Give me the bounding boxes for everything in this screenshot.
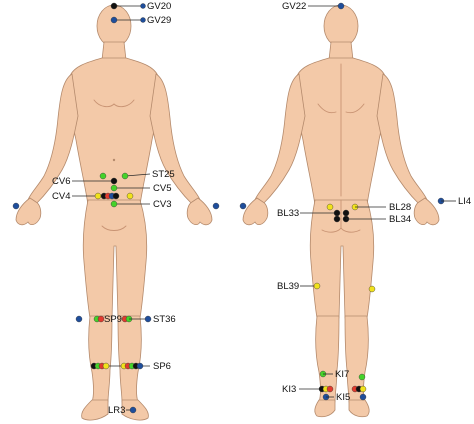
cv4-point-yellow (94, 192, 102, 200)
lr3-label: LR3 (108, 405, 125, 416)
ki7-label: KI7 (335, 369, 349, 380)
st36-point-right (144, 315, 152, 323)
front-hand-point-left (12, 202, 20, 210)
cv5-label: CV5 (153, 183, 171, 194)
ki7-point-right (358, 373, 366, 381)
bl33-label: BL33 (277, 208, 299, 219)
st25-label: ST25 (152, 169, 175, 180)
bl39-point-left (313, 282, 321, 290)
bl34-label: BL34 (389, 214, 411, 225)
back-body-figure (242, 4, 440, 418)
bl28-point-left (326, 203, 334, 211)
bl28-label: BL28 (389, 202, 411, 213)
bl34-point-left (333, 215, 341, 223)
bl39-label: BL39 (277, 281, 299, 292)
sp9-label: SP9 (104, 314, 122, 325)
bl39-point-right (368, 285, 376, 293)
sp6-label: SP6 (153, 361, 171, 372)
li4-point-left (239, 202, 247, 210)
ki5-point-right (359, 393, 367, 401)
back-acupoints: GV22 LI4 BL28 BL33 BL34 BL39 KI7 KI3 (239, 1, 471, 403)
st36-label: ST36 (153, 314, 176, 325)
gv29-point (110, 16, 118, 24)
cv3-label: CV3 (153, 199, 171, 210)
cv5-point (110, 184, 118, 192)
gv20-label: GV20 (147, 1, 171, 12)
ki3-label: KI3 (282, 384, 296, 395)
front-body-figure (15, 4, 213, 421)
cv3-point (110, 200, 118, 208)
front-acupoints: GV20 GV29 ST25 CV6 CV5 CV4 CV3 (12, 1, 220, 416)
cv6-point (110, 177, 118, 185)
gv22-point (337, 2, 345, 10)
gv22-label: GV22 (282, 1, 306, 12)
bl33-point-left (333, 209, 341, 217)
gv20-point (110, 2, 118, 10)
front-hand-point-right (212, 202, 220, 210)
ki5-label: KI5 (336, 392, 350, 403)
cv6-label: CV6 (52, 176, 70, 187)
st36-point-left (75, 315, 83, 323)
cv4-label: CV4 (52, 191, 70, 202)
st25-point-right (121, 172, 129, 180)
gv29-label: GV29 (147, 15, 171, 26)
st25-point-left (99, 172, 107, 180)
li4-label: LI4 (458, 196, 471, 207)
lr3-point (129, 406, 137, 414)
